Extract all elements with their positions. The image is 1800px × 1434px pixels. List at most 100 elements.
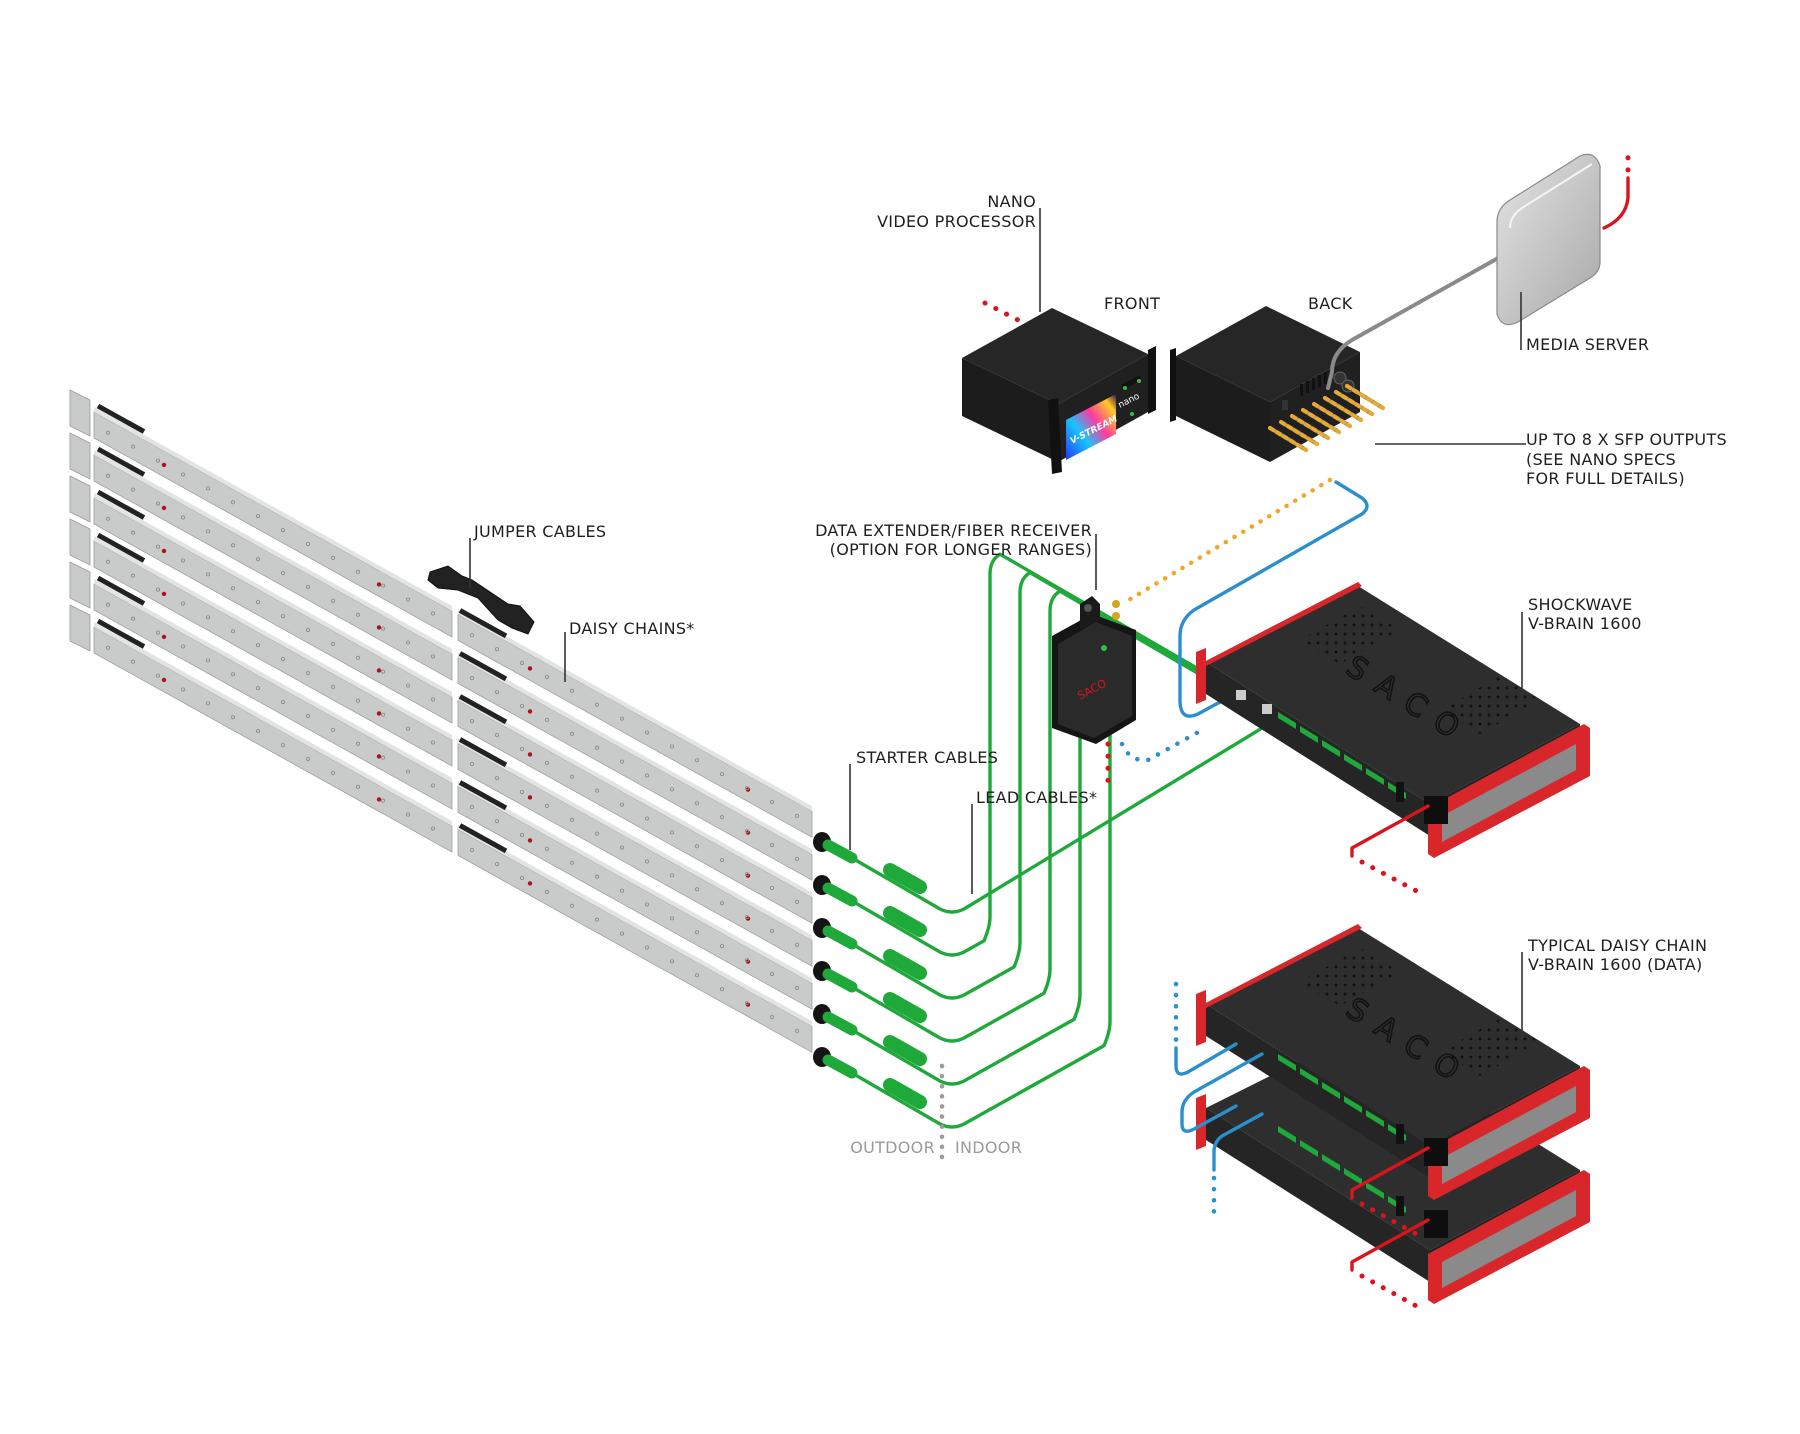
led-screw [620, 802, 625, 807]
led-screw [770, 799, 775, 804]
led-bar-segment [93, 454, 453, 681]
led-screw [305, 541, 310, 546]
led-marker [376, 625, 382, 630]
led-screw [180, 515, 185, 520]
led-screw [205, 701, 210, 706]
led-bar-top [458, 695, 812, 898]
led-screw [670, 787, 675, 792]
led-bar-segment [93, 497, 453, 724]
led-screw [469, 848, 474, 853]
led-screw [205, 658, 210, 663]
led-marker [376, 711, 382, 716]
led-screw [230, 715, 235, 720]
led-screw [570, 688, 575, 693]
led-screw [770, 885, 775, 890]
shockwave-v-brain-1600: SACO [1196, 582, 1590, 858]
led-screw [230, 629, 235, 634]
label-sfp-line3: FOR FULL DETAILS) [1526, 469, 1685, 488]
led-screw [405, 812, 410, 817]
led-screw [695, 973, 700, 978]
output-port [1322, 1082, 1340, 1099]
sfp-output-orange [1323, 396, 1363, 422]
label-daisy-chains: DAISY CHAINS* [569, 619, 695, 638]
led-screw [255, 729, 260, 734]
starter-lead-cable [813, 589, 1350, 1043]
daisy-chain-power-lower [1350, 1218, 1430, 1272]
led-screw [130, 659, 135, 664]
led-screw [595, 788, 600, 793]
lead-coupler [883, 863, 927, 894]
label-nano-line2: VIDEO PROCESSOR [877, 212, 1036, 231]
output-port [1278, 1126, 1296, 1143]
led-screw [280, 743, 285, 748]
led-bar-stub [69, 604, 91, 652]
led-screw [355, 655, 360, 660]
led-bar-connector [96, 575, 146, 606]
led-screw [180, 601, 185, 606]
led-screw [620, 931, 625, 936]
led-bar-connector [458, 608, 508, 639]
output-port [1300, 1068, 1318, 1085]
led-bar-row [69, 475, 813, 924]
led-screw [720, 858, 725, 863]
led-marker [527, 838, 533, 843]
led-screw [155, 630, 160, 635]
led-screw [570, 903, 575, 908]
led-bar-connector [458, 780, 508, 811]
led-screw [620, 888, 625, 893]
led-screw [380, 798, 385, 803]
led-screw [430, 697, 435, 702]
led-screw [469, 633, 474, 638]
led-screw [469, 762, 474, 767]
sfp-output-orange [1334, 390, 1374, 416]
led-screw [305, 756, 310, 761]
daisy-chain-link [1180, 1052, 1264, 1133]
led-screw [695, 844, 700, 849]
led-screw [745, 958, 750, 963]
led-marker [527, 752, 533, 757]
led-screw [106, 516, 111, 521]
led-screw [620, 845, 625, 850]
output-port [1322, 740, 1340, 757]
led-marker [376, 668, 382, 673]
sfp-output-orange [1301, 408, 1341, 434]
starter-plug [822, 925, 858, 950]
led-bar-connector [96, 618, 146, 649]
daisy-chain-power-upper [1350, 1146, 1430, 1200]
led-screw [494, 647, 499, 652]
led-screw [795, 942, 800, 947]
led-screw [355, 698, 360, 703]
lead-cable [850, 570, 1328, 1000]
led-screw [620, 759, 625, 764]
v-brain-1600-daisy-chain-stack: SACO [1196, 924, 1590, 1304]
led-screw [130, 444, 135, 449]
nano-processor-back [1170, 306, 1360, 462]
starter-lead-cable [813, 570, 1328, 1000]
led-screw [355, 784, 360, 789]
led-screw [645, 773, 650, 778]
led-screw [280, 700, 285, 705]
daisy-chain-power-upper-dots [1359, 1201, 1423, 1239]
led-screw [670, 873, 675, 878]
led-screw [645, 902, 650, 907]
led-bar-top [94, 536, 452, 741]
sfp-output-orange [1290, 414, 1330, 440]
led-screw [745, 1001, 750, 1006]
led-screw [795, 813, 800, 818]
led-screw [494, 862, 499, 867]
led-bar-connector [96, 489, 146, 520]
led-bar-segment [93, 583, 453, 810]
label-extender-line2: (OPTION FOR LONGER RANGES) [830, 540, 1092, 559]
led-screw [255, 514, 260, 519]
lead-cable [850, 552, 1306, 957]
led-screw [595, 702, 600, 707]
led-screw [230, 586, 235, 591]
sfp-output-orange [1279, 420, 1319, 446]
daisy-chain-power-lower-dots [1359, 1273, 1423, 1311]
sfp-outputs [1268, 384, 1385, 452]
led-screw [305, 670, 310, 675]
led-bar-stub [69, 389, 91, 437]
led-marker [376, 582, 382, 587]
label-sfp-line1: UP TO 8 X SFP OUTPUTS [1526, 430, 1727, 449]
output-port [1322, 1154, 1340, 1171]
